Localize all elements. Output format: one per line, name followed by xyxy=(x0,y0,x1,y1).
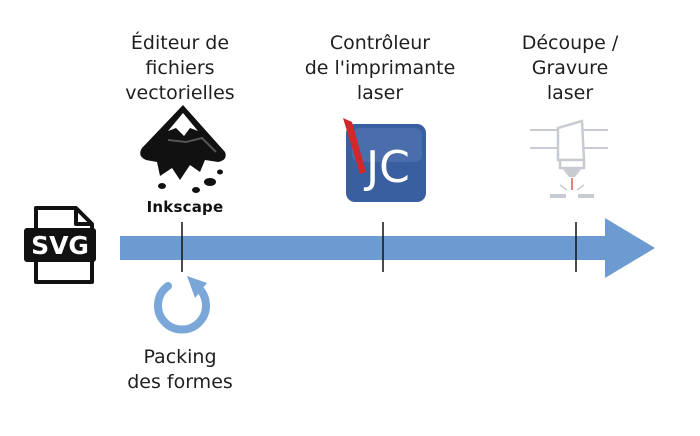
inkscape-logo-icon xyxy=(140,105,226,193)
svg-file-badge: SVG xyxy=(31,231,89,260)
laser-head-icon xyxy=(530,119,608,198)
svg-file-icon: SVG xyxy=(24,206,96,284)
editor-label: Éditeur de fichiers vectorielles xyxy=(125,32,235,104)
flow-arrow xyxy=(120,218,655,278)
cut-engrave-label: Découpe / Gravure laser xyxy=(521,32,619,104)
inkscape-wordmark: Inkscape xyxy=(146,198,224,216)
packing-label: Packing des formes xyxy=(127,346,233,393)
jc-logo-icon: JC xyxy=(343,118,426,202)
controller-label: Contrôleur de l'imprimante laser xyxy=(304,32,456,104)
cycle-arrow-icon xyxy=(154,276,210,334)
jc-logo-text: JC xyxy=(363,142,410,193)
